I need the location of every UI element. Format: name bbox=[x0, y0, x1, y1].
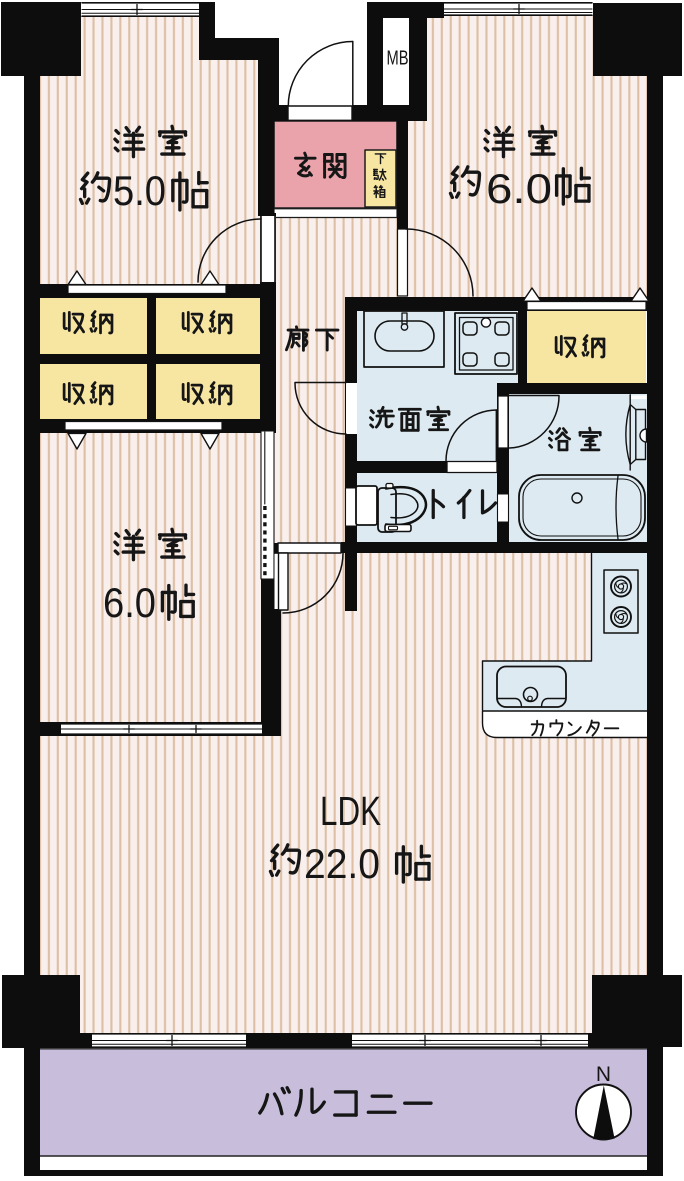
svg-text:N: N bbox=[596, 1063, 611, 1086]
svg-text:5.0: 5.0 bbox=[113, 167, 166, 214]
svg-text:6.0: 6.0 bbox=[486, 165, 552, 212]
svg-text:6.0: 6.0 bbox=[103, 579, 156, 626]
svg-text:22.0: 22.0 bbox=[304, 840, 380, 887]
svg-text:LDK: LDK bbox=[320, 788, 381, 834]
svg-text:MB: MB bbox=[387, 48, 409, 70]
